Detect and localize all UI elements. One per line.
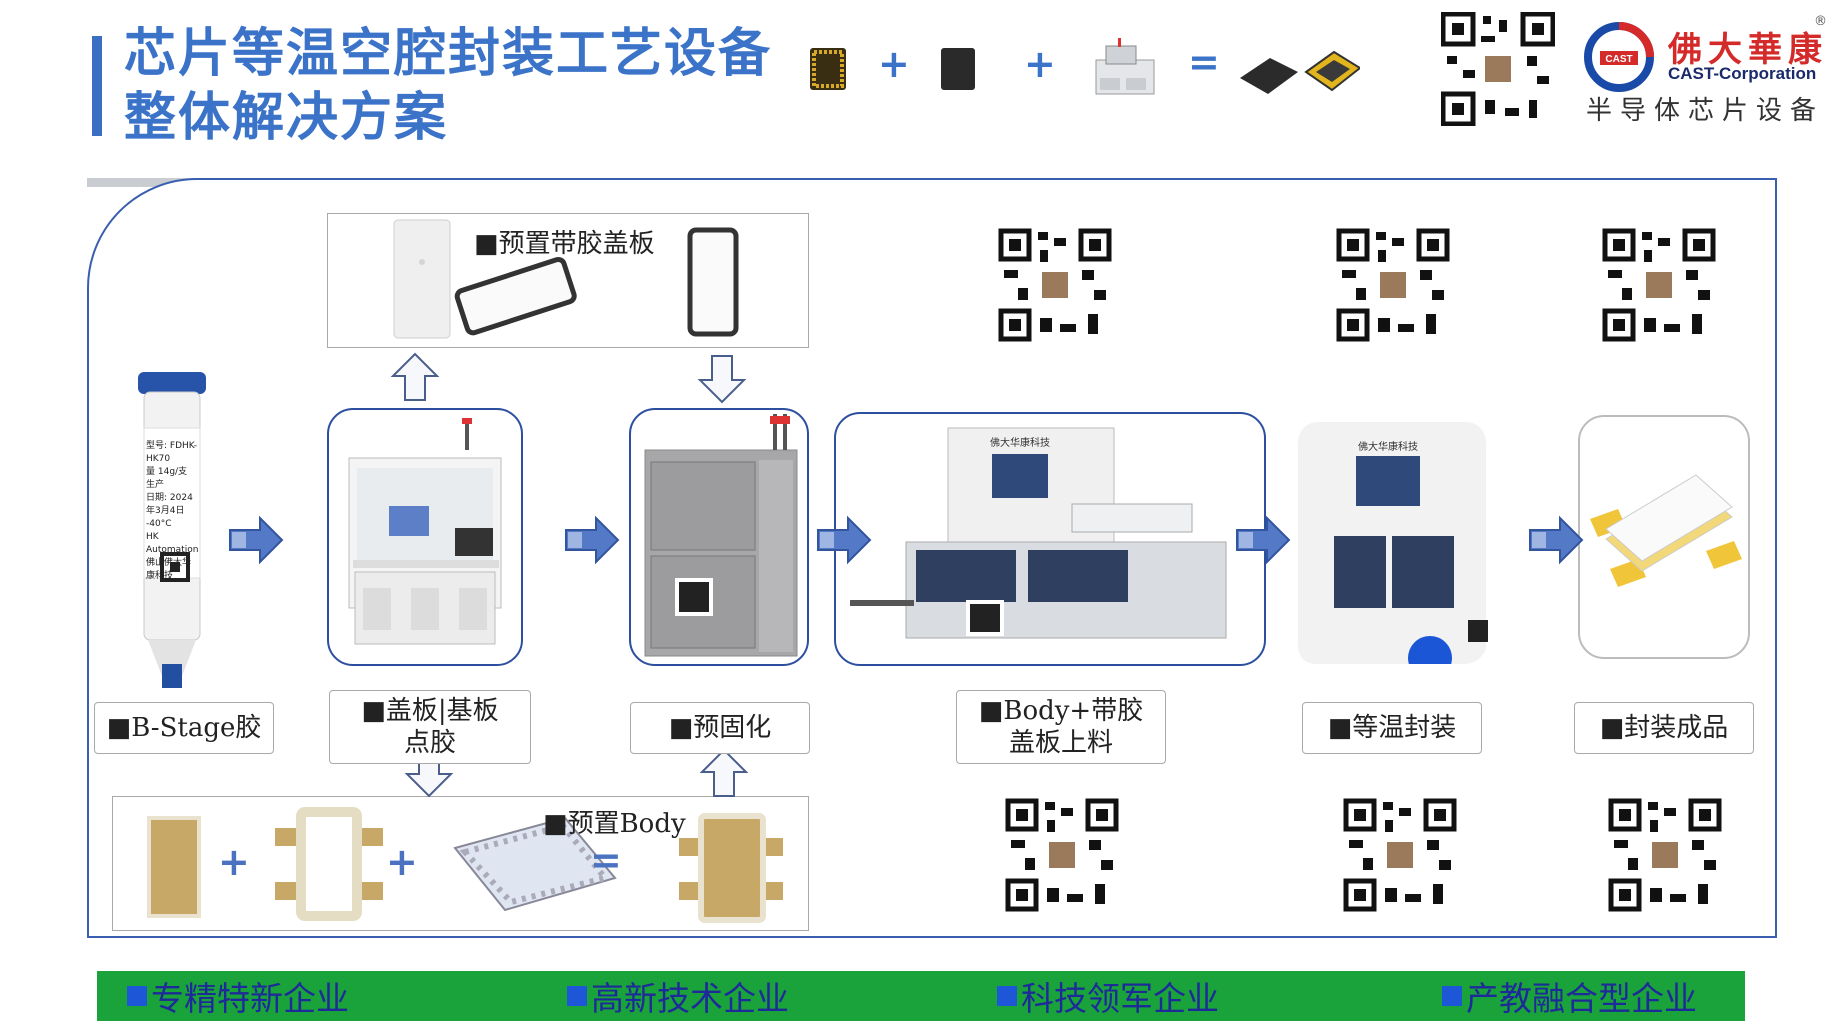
- tube-model: 型号: FDHK-HK70: [146, 441, 197, 464]
- badge-square-icon: [567, 986, 587, 1006]
- body-plus-1: +: [218, 840, 250, 884]
- packaged-chip-icon: [1240, 58, 1298, 94]
- finished-package-image: [1590, 474, 1742, 587]
- badge-3: 科技领军企业: [997, 971, 1219, 1021]
- logo-text: CAST: [1605, 54, 1632, 65]
- brand-tagline: 半导体芯片设备: [1586, 96, 1825, 126]
- badge-square-icon: [997, 986, 1017, 1006]
- step-label-loading: ■Body+带胶 盖板上料: [956, 690, 1166, 764]
- step-4-line2: 盖板上料: [1008, 728, 1113, 758]
- tube-company-cn: 佛山佛大华康科技: [146, 558, 192, 581]
- badge-1-text: 专精特新企业: [151, 979, 349, 1018]
- flow-arrows: [229, 353, 1583, 797]
- lid-images: [393, 219, 739, 339]
- badge-square-icon: [1442, 986, 1462, 1006]
- certification-bar: 专精特新企业 高新技术企业 科技领军企业 产教融合型企业: [97, 971, 1745, 1021]
- dispenser-photo-frame: [327, 408, 523, 666]
- step-2-line2: 点胶: [403, 728, 456, 758]
- tube-date: 日期: 2024年3月4日: [146, 493, 193, 516]
- badge-4-text: 产教融合型企业: [1466, 979, 1697, 1018]
- page-title-line2: 整体解决方案: [124, 88, 449, 148]
- body-equals: =: [590, 838, 622, 882]
- loader-brand-text: 佛大华康科技: [990, 436, 1050, 449]
- badge-2-text: 高新技术企业: [591, 979, 789, 1018]
- arrow-right-1: [229, 517, 283, 563]
- badge-2: 高新技术企业: [567, 971, 789, 1021]
- page-title-line1: 芯片等温空腔封装工艺设备: [124, 24, 773, 84]
- body-prep-box: [112, 796, 809, 931]
- badge-4: 产教融合型企业: [1442, 971, 1697, 1021]
- step-1-text: ■B-Stage胶: [106, 713, 262, 743]
- qr-code-top-2: [1336, 228, 1450, 342]
- equation-equals: =: [1188, 40, 1220, 84]
- tube-spec: 量 14g/支 生产: [146, 467, 188, 490]
- qr-code-top-3: [1602, 228, 1716, 342]
- body-box-label: ■预置Body: [543, 809, 686, 839]
- equation-plus-1: +: [878, 42, 910, 86]
- arrow-up-body: [701, 749, 747, 797]
- oven-photo-frame: [629, 408, 809, 666]
- badge-square-icon: [127, 986, 147, 1006]
- step-5-text: ■等温封装: [1327, 713, 1457, 743]
- step-label-precure: ■预固化: [630, 702, 810, 754]
- step-label-bstage: ■B-Stage胶: [94, 702, 274, 754]
- lid-box-label: ■预置带胶盖板: [474, 229, 655, 259]
- step-label-product: ■封装成品: [1574, 702, 1754, 754]
- arrow-up-lid: [392, 353, 438, 401]
- sealer-brand-text: 佛大华康科技: [1358, 440, 1418, 453]
- tray-icon: [453, 816, 617, 912]
- sealer-photo-frame: 佛大华康科技: [1290, 412, 1490, 666]
- glue-tube-image: [138, 372, 206, 688]
- qr-code-bottom-2: [1343, 798, 1457, 912]
- step-2-line1: ■盖板|基板: [361, 696, 499, 726]
- brand-name-en: CAST-Corporation: [1668, 64, 1817, 83]
- arrow-down-lid: [699, 355, 745, 403]
- header-qr-code: [1441, 12, 1555, 126]
- step-label-sealing: ■等温封装: [1302, 702, 1482, 754]
- arrow-right-3: [817, 517, 871, 563]
- tube-label: 型号: FDHK-HK70 量 14g/支 生产 日期: 2024年3月4日 -…: [146, 440, 198, 583]
- qr-code-bottom-1: [1005, 798, 1119, 912]
- product-equation: [810, 38, 1360, 95]
- title-accent-bar: [92, 36, 102, 136]
- loader-photo-frame: 佛大华康科技: [834, 412, 1266, 666]
- arrow-right-4: [1236, 517, 1290, 563]
- machine-small-icon: [1095, 38, 1155, 95]
- loader-machine-image: 佛大华康科技: [850, 427, 1227, 639]
- body-images: [147, 807, 783, 923]
- oven-image: [644, 414, 798, 657]
- registered-mark: ®: [1814, 14, 1827, 29]
- gold-package-icon: [1304, 50, 1360, 92]
- equation-plus-2: +: [1024, 42, 1056, 86]
- step-3-text: ■预固化: [668, 713, 772, 743]
- product-photo-frame: [1578, 415, 1750, 659]
- black-die-icon: [941, 48, 975, 90]
- arrow-right-2: [565, 517, 619, 563]
- cast-logo-icon: CAST: [1584, 22, 1654, 92]
- brand-name-cn: 佛大華康: [1668, 30, 1828, 70]
- qr-code-bottom-3: [1608, 798, 1722, 912]
- frame-part-icon: [275, 807, 383, 921]
- sealer-machine-image: 佛大华康科技: [1298, 422, 1488, 664]
- tube-temp: -40°C: [146, 519, 172, 529]
- badge-3-text: 科技领军企业: [1021, 979, 1219, 1018]
- body-plus-2: +: [386, 840, 418, 884]
- badge-1: 专精特新企业: [127, 971, 349, 1021]
- step-4-line1: ■Body+带胶: [978, 696, 1144, 726]
- arrow-right-5: [1529, 517, 1583, 563]
- step-6-text: ■封装成品: [1599, 713, 1729, 743]
- qr-code-top-1: [998, 228, 1112, 342]
- step-label-dispense: ■盖板|基板 点胶: [329, 690, 531, 764]
- dispenser-machine-image: [348, 418, 502, 645]
- gold-chip-icon: [810, 48, 846, 90]
- tube-company-en: HK Automation: [146, 532, 198, 555]
